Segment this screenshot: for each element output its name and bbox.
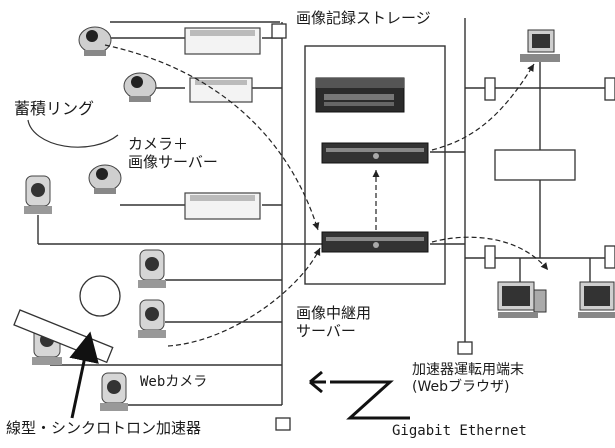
storage-label: 画像記録ストレージ: [296, 9, 431, 27]
hub-boxes: [271, 23, 615, 431]
terminal-icons: [497, 29, 615, 318]
linac-pointer-arrow: [69, 331, 99, 419]
linac-label: 線型・シンクロトロン加速器: [6, 419, 202, 437]
linac-shape: [13, 309, 114, 364]
storage-ring-arc: [27, 119, 119, 148]
server-rack-frame: [304, 45, 446, 285]
terminal-icon: [520, 29, 560, 62]
data-flow-arrows: [104, 44, 549, 347]
camera-icon: [138, 249, 166, 288]
camera-server-label: カメラ＋ 画像サーバー: [128, 135, 218, 171]
camera-icon: [123, 72, 157, 102]
camera-icon: [78, 26, 112, 56]
network-switch: [494, 149, 576, 181]
camera-icon: [138, 299, 166, 338]
terminal-icon: [578, 281, 615, 318]
web-camera-label: Webカメラ: [140, 374, 208, 390]
terminal-label: 加速器運転用端末 (Webブラウザ): [412, 362, 524, 395]
ethernet-label: Gigabit Ethernet: [392, 423, 527, 439]
camera-icon: [100, 372, 128, 411]
synchrotron-circle: [79, 275, 121, 317]
network-wiring: [37, 18, 615, 406]
relay-server-unit: [321, 231, 429, 253]
camera-icon: [88, 164, 122, 194]
storage-unit: [315, 77, 405, 113]
camera-icon: [24, 175, 52, 214]
terminal-icon: [497, 281, 547, 318]
relay-server-label: 画像中継用 サーバー: [296, 304, 372, 340]
image-server-boxes: [184, 27, 261, 220]
gigabit-lightning: [309, 370, 410, 420]
recording-server: [321, 142, 429, 164]
ring-label: 蓄積リング: [14, 99, 95, 118]
